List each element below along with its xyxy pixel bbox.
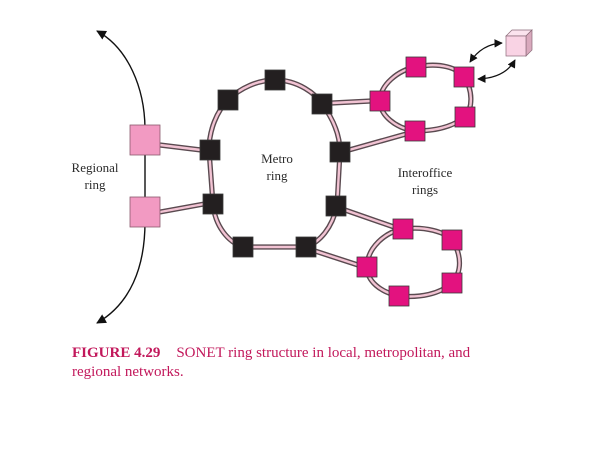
interoffice-node bbox=[454, 106, 476, 128]
interoffice-node bbox=[392, 218, 414, 240]
link-metro-to-interoffice-upper-a bbox=[331, 98, 372, 106]
interoffice-node bbox=[405, 56, 427, 78]
interoffice-rings-label-line2: rings bbox=[412, 182, 438, 197]
bidirectional-arrow bbox=[469, 39, 503, 63]
metro-node bbox=[325, 195, 347, 217]
figure-number: FIGURE 4.29 bbox=[72, 345, 161, 361]
metro-node bbox=[199, 139, 221, 161]
interoffice-node bbox=[441, 229, 463, 251]
link-metro-to-interoffice-lower-a bbox=[344, 207, 395, 230]
bidirectional-arrow bbox=[477, 59, 516, 83]
figure-caption: FIGURE 4.29 SONET ring structure in local… bbox=[72, 344, 542, 382]
interoffice-node bbox=[404, 120, 426, 142]
interoffice-rings-label-line1: Interoffice bbox=[398, 165, 453, 180]
metro-node bbox=[311, 93, 333, 115]
link-regional-to-metro-upper bbox=[159, 142, 202, 153]
metro-ring-label-line1: Metro bbox=[261, 151, 293, 166]
interoffice-node bbox=[356, 256, 378, 278]
caption-line-2: regional networks. bbox=[72, 363, 542, 382]
regional-node bbox=[129, 124, 161, 156]
regional-ring-label-line1: Regional bbox=[72, 160, 119, 175]
link-regional-to-metro-lower bbox=[159, 201, 205, 215]
metro-node bbox=[264, 69, 286, 91]
caption-line-1: FIGURE 4.29 SONET ring structure in local… bbox=[72, 344, 542, 363]
metro-node bbox=[232, 236, 254, 258]
customer-cube-icon bbox=[505, 29, 533, 57]
interoffice-node bbox=[441, 272, 463, 294]
metro-node bbox=[202, 193, 224, 215]
metro-node bbox=[329, 141, 351, 163]
metro-node bbox=[295, 236, 317, 258]
interoffice-node bbox=[453, 66, 475, 88]
metro-ring-label-line2: ring bbox=[267, 168, 288, 183]
regional-ring-label-line2: ring bbox=[85, 177, 106, 192]
regional-node bbox=[129, 196, 161, 228]
caption-text-line1: SONET ring structure in local, metropoli… bbox=[176, 345, 471, 361]
customer-cube-front bbox=[505, 35, 527, 57]
interoffice-node bbox=[388, 285, 410, 307]
link-metro-to-interoffice-lower-b bbox=[314, 248, 359, 268]
link-metro-to-interoffice-upper-b bbox=[348, 131, 407, 153]
interoffice-node bbox=[369, 90, 391, 112]
metro-node bbox=[217, 89, 239, 111]
caption-text-line2: regional networks. bbox=[72, 364, 184, 380]
